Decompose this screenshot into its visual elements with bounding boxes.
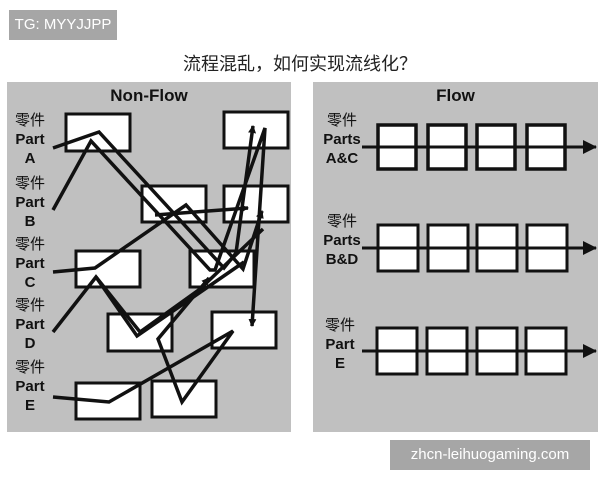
station-8 <box>210 310 278 350</box>
non-flow-title: Non-Flow <box>110 86 188 105</box>
page-title: 流程混乱，如何实现流线化？ <box>183 54 417 75</box>
station-4 <box>222 184 290 224</box>
non-flow-paths <box>51 125 267 406</box>
path-part-e <box>52 276 235 406</box>
flow-title: Flow <box>436 86 475 105</box>
path-part-b <box>51 127 267 327</box>
non-flow-stations <box>64 110 290 421</box>
watermark: zhcn-leihuogaming.com <box>390 440 590 470</box>
flow-line-ac <box>362 123 597 171</box>
flow-line-e <box>362 326 597 376</box>
flow-line-bd <box>362 223 597 273</box>
path-part-c <box>52 202 264 274</box>
path-b-arrow <box>154 204 249 217</box>
tag-badge: TG: MYYJJPP <box>9 10 117 40</box>
path-part-d-b <box>94 260 245 339</box>
station-2 <box>222 110 290 150</box>
